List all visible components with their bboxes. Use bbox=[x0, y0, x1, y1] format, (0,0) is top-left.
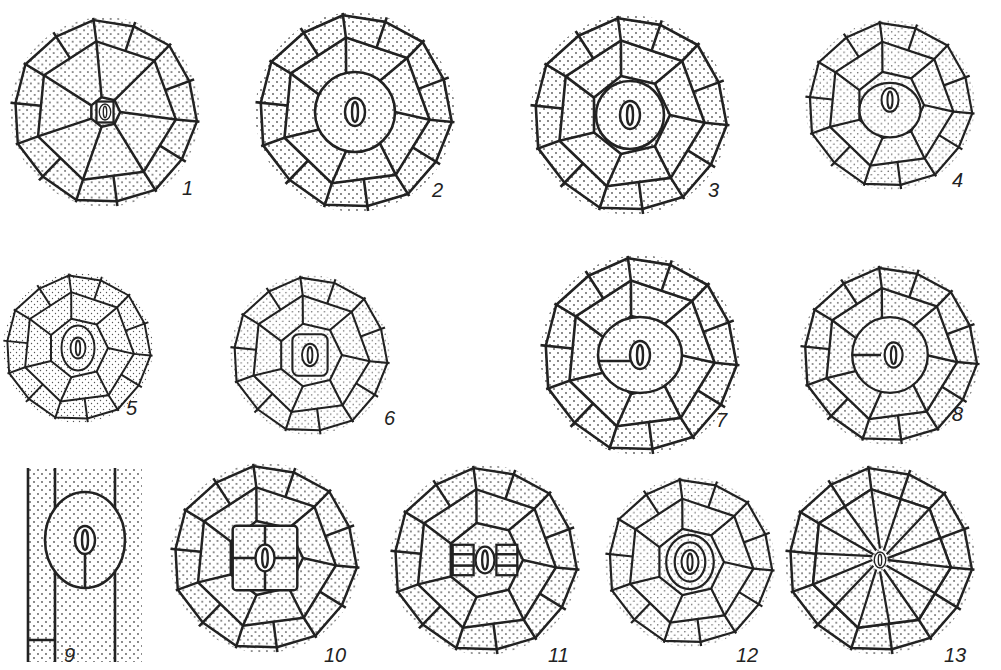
stoma-figure bbox=[0, 0, 218, 227]
stoma-figure bbox=[587, 461, 791, 665]
figure-number: 11 bbox=[548, 645, 569, 665]
stoma-figure bbox=[370, 447, 598, 670]
stoma-figure bbox=[0, 259, 167, 439]
figure-number: 6 bbox=[384, 408, 395, 428]
stoma-figure bbox=[213, 260, 405, 452]
stoma-figure bbox=[781, 248, 997, 464]
stoma-figure bbox=[787, 4, 991, 208]
figure-number: 1 bbox=[182, 178, 193, 198]
figure-number: 12 bbox=[736, 645, 758, 665]
figure-number: 7 bbox=[716, 410, 727, 430]
figure-number: 3 bbox=[708, 180, 719, 200]
figure-number: 9 bbox=[64, 645, 75, 665]
figure-number: 2 bbox=[432, 180, 443, 200]
stoma-figure bbox=[519, 236, 759, 476]
figure-number: 5 bbox=[126, 398, 137, 418]
figure-number: 10 bbox=[324, 645, 346, 665]
stoma-figure bbox=[765, 447, 993, 670]
figure-number: 13 bbox=[944, 645, 966, 665]
stoma-figure bbox=[150, 445, 378, 670]
stoma-figure bbox=[509, 0, 749, 236]
figure-number: 4 bbox=[952, 170, 963, 190]
stoma-figure bbox=[28, 468, 142, 662]
stoma-figure bbox=[234, 0, 474, 233]
figure-number: 8 bbox=[952, 404, 963, 424]
